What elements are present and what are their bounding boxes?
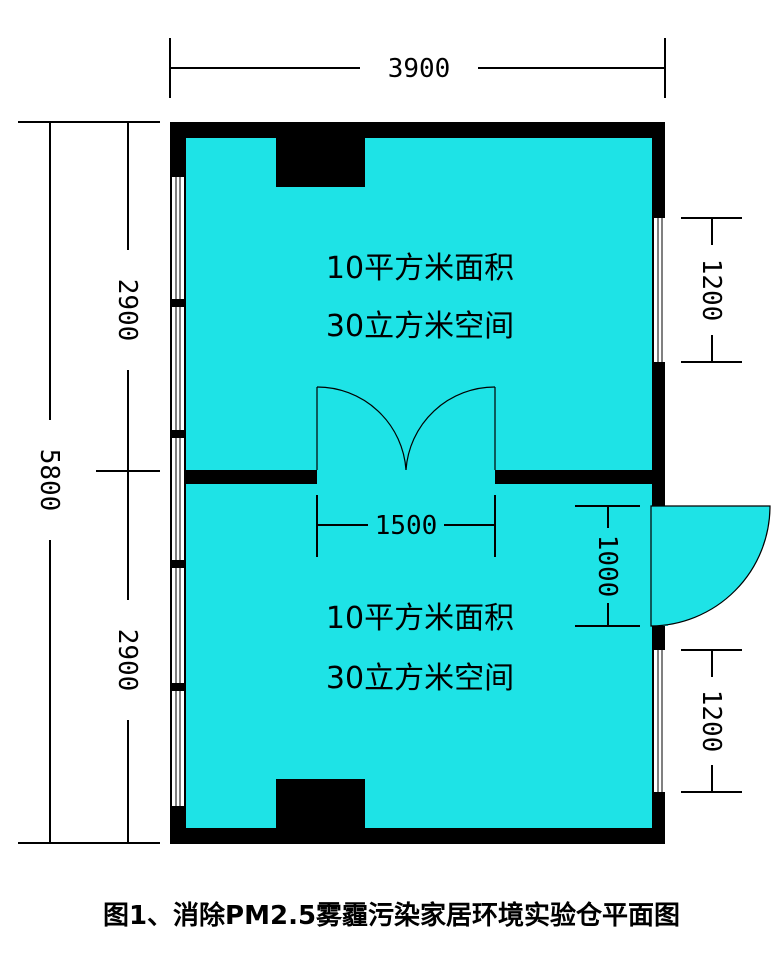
dim-upper-room-height: 2900 (112, 279, 142, 342)
upper-room-floor (186, 138, 652, 470)
lower-room-area: 10平方米面积 (326, 601, 514, 636)
dimension-lines (18, 38, 742, 844)
top-column (276, 138, 365, 187)
dim-inner-door: 1500 (375, 511, 438, 541)
lower-room-volume: 30立方米空间 (326, 661, 514, 696)
left-windows (172, 177, 184, 806)
right-windows (654, 218, 666, 792)
upper-room-volume: 30立方米空间 (326, 309, 514, 344)
inner-door-opening (317, 469, 495, 485)
dim-lower-room-height: 2900 (112, 629, 142, 692)
dim-total-width: 3900 (388, 54, 451, 84)
inner-double-door (316, 386, 496, 471)
dim-entry-door: 1000 (592, 535, 622, 598)
dim-lower-window: 1200 (696, 690, 726, 753)
entry-door-leaf (650, 505, 771, 627)
figure-caption: 图1、消除PM2.5雾霾污染家居环境实验仓平面图 (102, 901, 681, 931)
upper-room-area: 10平方米面积 (326, 251, 514, 286)
dim-upper-window: 1200 (696, 259, 726, 322)
lower-room-floor (186, 484, 652, 828)
bottom-column (276, 779, 365, 828)
dim-total-height: 5800 (34, 449, 64, 512)
